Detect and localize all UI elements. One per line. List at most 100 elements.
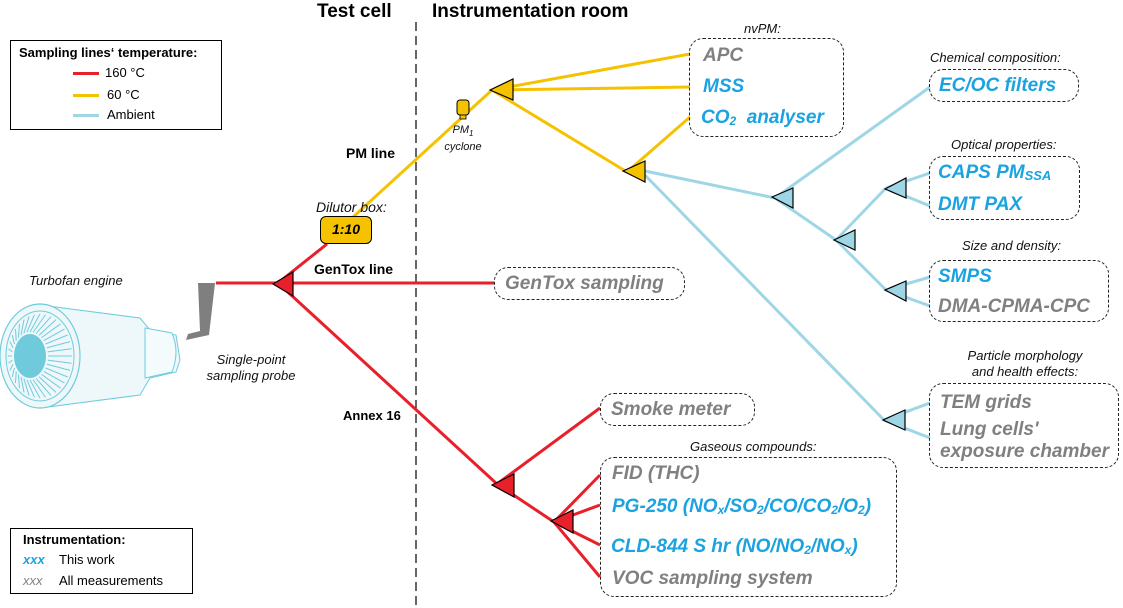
splitter-ambient-3 <box>883 177 907 199</box>
fan-blade <box>38 319 57 336</box>
instrument-pg250[interactable]: PG-250 (NOx/SO2/CO/CO2/O2) <box>612 496 872 517</box>
turbofan-engine-icon <box>0 303 181 409</box>
co2-text: CO <box>701 107 730 128</box>
fan-blade <box>20 376 25 393</box>
fan-blade <box>47 348 72 353</box>
instrument-apc[interactable]: APC <box>703 45 744 66</box>
yellow-lines <box>350 52 691 220</box>
ambient-lines <box>638 85 931 440</box>
fan-blade <box>46 341 71 349</box>
fan-blade <box>35 378 52 396</box>
fan-blade <box>20 319 25 336</box>
fan-blade <box>29 313 41 333</box>
splitter-yellow-2 <box>621 160 646 183</box>
temperature-legend-title: Sampling lines‘ temperature: <box>19 45 198 60</box>
dilutor-caption: Dilutor box: <box>316 199 387 215</box>
morphology-group <box>929 383 1119 468</box>
fan-blade <box>8 359 13 364</box>
instrument-smps[interactable]: SMPS <box>938 266 992 287</box>
splitter-red-main <box>271 270 294 298</box>
fan-blade <box>29 379 41 399</box>
size-caption: Size and density: <box>962 238 1062 253</box>
instrument-lung-cells-line2[interactable]: exposure chamber <box>940 441 1109 462</box>
legend-label-all: All measurements <box>59 573 164 588</box>
dilutor-box: 1:10 <box>320 216 372 244</box>
instrument-tem-grids[interactable]: TEM grids <box>940 392 1032 413</box>
instrumentation-legend-title: Instrumentation: <box>23 532 126 547</box>
instrument-mss[interactable]: MSS <box>703 76 745 97</box>
fan-blade <box>17 374 20 389</box>
legend-swatch-60 <box>73 94 99 97</box>
instrument-ecoc-filters[interactable]: EC/OC filters <box>939 75 1057 96</box>
fan-blade <box>23 378 30 396</box>
morphology-caption-line2: and health effects: <box>971 364 1079 379</box>
legend-marker-all: xxx <box>23 573 43 588</box>
cyclone-label-line2: cyclone <box>444 141 482 153</box>
dilutor-ratio: 1:10 <box>331 221 361 237</box>
fan-blade <box>45 367 68 378</box>
fan-blade <box>32 379 46 398</box>
instrument-voc[interactable]: VOC sampling system <box>612 568 813 589</box>
instrument-co2-analyser[interactable]: CO2 analyser <box>701 107 824 129</box>
instrument-smoke-meter[interactable]: Smoke meter <box>611 399 731 420</box>
splitters <box>271 78 907 535</box>
fan-blade <box>41 323 61 339</box>
cyclone-icon <box>456 99 470 120</box>
sampling-probe-icon <box>186 283 215 340</box>
chemical-caption: Chemical composition: <box>930 50 1061 65</box>
legend-marker-this-work: xxx <box>23 552 45 567</box>
fan-blade <box>8 348 13 353</box>
instrument-cld844[interactable]: CLD-844 S hr (NO/NO2/NOx) <box>611 536 858 557</box>
morphology-caption-line1: Particle morphology <box>967 348 1083 363</box>
legend-label-160: 160 °C <box>105 65 145 80</box>
annex16-label: Annex 16 <box>343 408 401 423</box>
fan-blade <box>17 323 20 338</box>
legend-label-this-work: This work <box>59 552 115 567</box>
legend-swatch-160 <box>73 72 99 75</box>
fan-blade <box>43 328 65 342</box>
probe-label-line1: Single-point <box>216 352 286 367</box>
fan-blade <box>35 316 52 334</box>
fan-blade <box>26 314 35 333</box>
instrumentation-legend: Instrumentation: xxx This work xxx All m… <box>10 528 193 594</box>
fan-blade <box>26 379 35 398</box>
instrument-dma-cpma-cpc[interactable]: DMA-CPMA-CPC <box>938 296 1090 317</box>
gentox-group <box>494 267 685 300</box>
gentox-line-label: GenTox line <box>314 261 394 277</box>
instrument-fid[interactable]: FID (THC) <box>612 463 700 484</box>
pm-line-label: PM line <box>346 145 396 161</box>
fan-blade <box>38 376 57 393</box>
fan-blade <box>47 359 72 364</box>
instrument-caps-pmssa[interactable]: CAPS PMSSA <box>938 162 1051 184</box>
instrument-gentox-sampling[interactable]: GenTox sampling <box>505 273 664 294</box>
smoke-group <box>600 393 755 426</box>
chemical-group <box>929 69 1079 102</box>
splitter-ambient-4 <box>883 280 907 302</box>
fan-blade <box>14 328 17 341</box>
splitter-red-annex <box>490 473 515 499</box>
cyclone-label-main: PM1 <box>440 124 486 138</box>
fan-blade <box>11 367 15 378</box>
co2-rest: analyser <box>736 107 824 128</box>
nvpm-caption: nvPM: <box>744 21 781 36</box>
fan-blade <box>14 371 17 384</box>
fan-blade <box>45 334 68 345</box>
splitter-red-gas <box>549 509 574 535</box>
gaseous-group <box>600 457 897 597</box>
fan-blade <box>23 316 30 334</box>
co2-subscript: 2 <box>729 114 737 128</box>
instrument-lung-cells-line1[interactable]: Lung cells' <box>940 419 1039 440</box>
fan-blade <box>9 341 14 349</box>
temperature-legend: Sampling lines‘ temperature: 160 °C 60 °… <box>10 40 222 130</box>
probe-label-line2: sampling probe <box>206 368 296 383</box>
caps-text: CAPS PM <box>938 162 1025 183</box>
size-group <box>929 260 1109 322</box>
instrument-dmt-pax[interactable]: DMT PAX <box>938 194 1023 215</box>
legend-label-ambient: Ambient <box>107 107 155 122</box>
splitter-ambient-1 <box>770 187 794 209</box>
legend-label-60: 60 °C <box>107 87 140 102</box>
fan-blade <box>11 334 15 345</box>
fan-blade <box>9 363 14 371</box>
cyclone-pm-text: PM <box>452 124 470 136</box>
